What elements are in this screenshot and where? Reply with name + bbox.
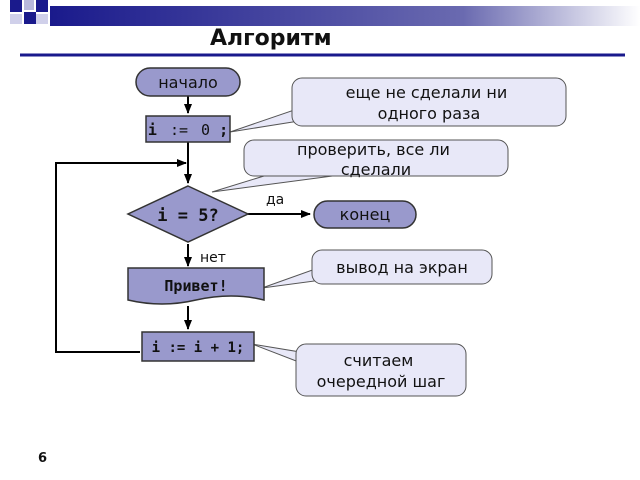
header-decoration — [10, 0, 640, 57]
svg-text:проверить, все ли сделал: проверить, все ли сделали — [297, 140, 455, 179]
callout-not-done-line1: еще не сделали ни — [346, 83, 508, 102]
connectors — [55, 95, 311, 353]
callout-not-done: еще не сделали ни одного раза — [291, 77, 567, 127]
output-document: Привет! — [127, 267, 265, 305]
callout-output-line1: вывод на экран — [336, 258, 468, 277]
end-label: конец — [340, 205, 391, 224]
start-label: начало — [158, 73, 218, 92]
svg-text:считаем очередной шаг: считаем очередной шаг — [317, 351, 446, 391]
start-terminator: начало — [135, 67, 241, 97]
increment-process: i := i + 1; — [141, 331, 255, 362]
init-op: := — [170, 121, 188, 139]
init-end: ; — [219, 121, 228, 139]
no-label: нет — [200, 250, 226, 266]
callout-step: считаем очередной шаг — [295, 343, 467, 397]
condition-decision: i = 5? — [126, 185, 250, 243]
callout-check: проверить, все ли сделали — [243, 139, 509, 179]
slide-number: 6 — [38, 451, 48, 466]
callout-step-line1: считаем — [344, 351, 414, 370]
end-terminator: конец — [313, 200, 417, 229]
output-label: Привет! — [164, 277, 227, 295]
callout-check-line2: сделали — [341, 160, 411, 179]
callout-check-line1: проверить, все ли — [297, 140, 450, 159]
svg-text:еще не сделали ни одного: еще не сделали ни одного раза — [346, 83, 513, 123]
svg-text:i := 0 ;: i := 0 ; — [148, 121, 228, 139]
slide-title: Алгоритм — [210, 26, 332, 51]
condition-label: i = 5? — [157, 206, 218, 226]
init-process: i := 0 ; — [145, 115, 231, 143]
init-val: 0 — [201, 121, 210, 139]
callout-output: вывод на экран — [311, 249, 493, 285]
callout-not-done-line2: одного раза — [378, 104, 481, 123]
increment-label: i := i + 1; — [152, 340, 245, 356]
init-var: i — [148, 121, 157, 139]
callout-step-line2: очередной шаг — [317, 372, 446, 391]
yes-label: да — [266, 192, 284, 208]
